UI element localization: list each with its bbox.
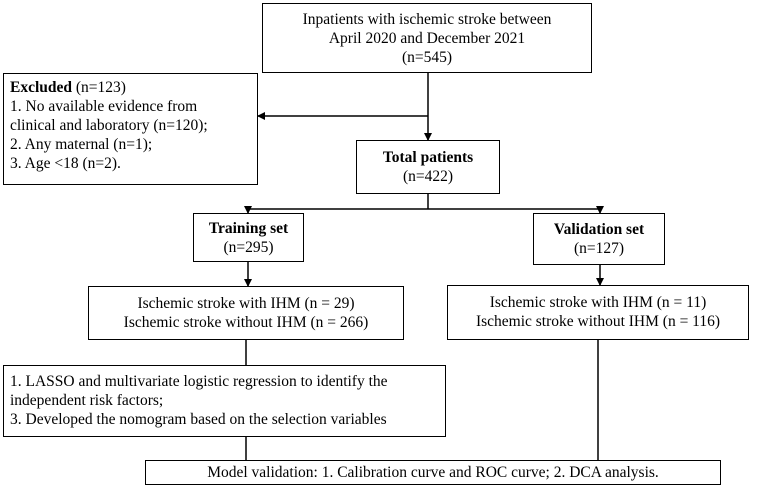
validation-ihm-without: Ischemic stroke without IHM (n = 116): [475, 313, 721, 330]
total-patients-count: (n=422): [402, 168, 454, 185]
total-patients-box: Total patients (n=422): [356, 140, 500, 194]
excluded-box: Excluded (n=123) 1. No available evidenc…: [3, 73, 258, 185]
model-validation-text: Model validation: 1. Calibration curve a…: [207, 464, 659, 481]
training-ihm-with: Ischemic stroke with IHM (n = 29): [137, 295, 355, 312]
training-ihm-box: Ischemic stroke with IHM (n = 29) Ischem…: [88, 286, 404, 340]
validation-set-count: (n=127): [573, 240, 625, 257]
methods-line2: independent risk factors;: [10, 392, 164, 409]
excluded-header: Excluded (n=123): [10, 78, 257, 97]
excluded-title: Excluded: [10, 79, 73, 96]
excluded-count: (n=123): [72, 79, 126, 96]
training-set-box: Training set (n=295): [193, 213, 304, 262]
inpatients-line2: April 2020 and December 2021: [328, 30, 526, 47]
methods-line3: 3. Developed the nomogram based on the s…: [10, 411, 387, 428]
inpatients-box: Inpatients with ischemic stroke between …: [262, 3, 592, 73]
validation-ihm-with: Ischemic stroke with IHM (n = 11): [489, 294, 707, 311]
inpatients-count: (n=545): [401, 49, 453, 66]
training-set-title: Training set: [208, 220, 289, 237]
validation-ihm-box: Ischemic stroke with IHM (n = 11) Ischem…: [447, 285, 749, 340]
model-validation-box: Model validation: 1. Calibration curve a…: [145, 460, 721, 485]
validation-set-box: Validation set (n=127): [533, 213, 665, 265]
inpatients-line1: Inpatients with ischemic stroke between: [302, 11, 552, 28]
validation-set-title: Validation set: [553, 221, 645, 238]
methods-line1: 1. LASSO and multivariate logistic regre…: [10, 373, 388, 390]
total-patients-title: Total patients: [382, 149, 474, 166]
methods-box: 1. LASSO and multivariate logistic regre…: [3, 365, 446, 437]
excluded-line3: 2. Any maternal (n=1);: [10, 136, 153, 153]
excluded-line4: 3. Age <18 (n=2).: [10, 155, 121, 172]
training-set-count: (n=295): [223, 239, 274, 256]
excluded-line1: 1. No available evidence from: [10, 98, 198, 115]
training-ihm-without: Ischemic stroke without IHM (n = 266): [123, 314, 369, 331]
excluded-line2: clinical and laboratory (n=120);: [10, 117, 208, 134]
